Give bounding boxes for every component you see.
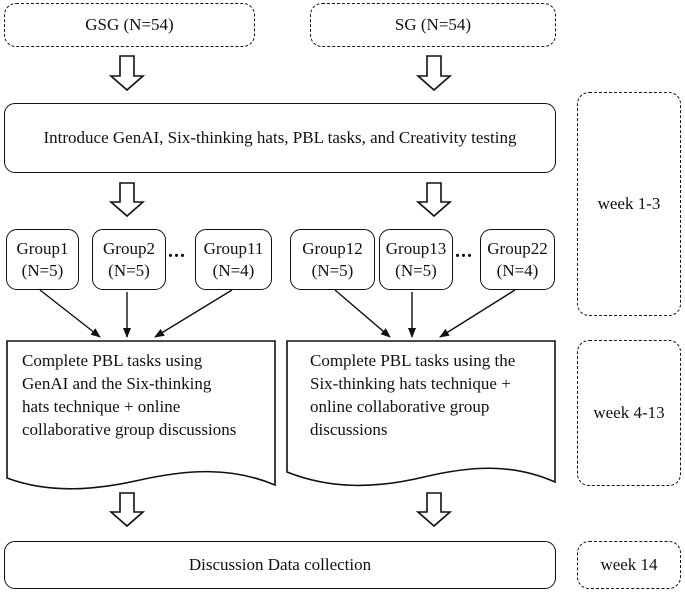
down-arrow-icon [108, 55, 146, 92]
down-arrow-icon [108, 492, 146, 528]
group-box: Group12 (N=5) [290, 229, 375, 290]
task-line: online collaborative group [310, 397, 490, 416]
intro-label: Introduce GenAI, Six-thinking hats, PBL … [43, 128, 517, 147]
group-box: Group11 (N=4) [195, 229, 272, 290]
group-box: Group1 (N=5) [6, 229, 79, 290]
connector-arrow [154, 289, 233, 338]
task-line: Six-thinking hats technique + [310, 374, 511, 393]
group-size: (N=5) [311, 260, 354, 280]
task-line: GenAI and the Six-thinking [22, 374, 212, 393]
group-size: (N=5) [108, 260, 150, 280]
group-name: Group11 [203, 238, 264, 258]
group-size: (N=5) [395, 260, 437, 280]
week-4-13-box: week 4-13 [577, 340, 681, 486]
gsg-task-text: Complete PBL tasks using GenAI and the S… [22, 349, 274, 441]
sg-task-text: Complete PBL tasks using the Six-thinkin… [310, 349, 554, 441]
task-line: hats technique + online [22, 397, 181, 416]
gsg-group-label: GSG (N=54) [85, 15, 174, 34]
week-4-13-label: week 4-13 [593, 403, 665, 422]
week-14-box: week 14 [577, 541, 681, 589]
down-arrow-icon [415, 182, 453, 218]
group-name: Group1 [16, 238, 69, 258]
connector-arrow [334, 289, 391, 338]
week-14-label: week 14 [600, 555, 658, 574]
week-1-3-label: week 1-3 [597, 194, 661, 213]
gsg-group-box: GSG (N=54) [4, 3, 255, 47]
sg-group-box: SG (N=54) [310, 3, 556, 47]
sg-task-document-shape [286, 340, 556, 487]
week-1-3-box: week 1-3 [577, 92, 681, 316]
group-box: Group22 (N=4) [480, 229, 555, 290]
data-collection-label: Discussion Data collection [188, 555, 372, 574]
ellipsis-gsg: ... [168, 240, 186, 262]
ellipsis-sg: ... [455, 240, 473, 262]
group-name: Group2 [103, 238, 155, 258]
down-arrow-icon [415, 492, 453, 528]
data-collection-box: Discussion Data collection [4, 541, 556, 589]
connector-arrow [439, 289, 516, 338]
task-line: discussions [310, 420, 388, 439]
task-line: Complete PBL tasks using the [310, 351, 516, 370]
group-size: (N=4) [496, 260, 539, 280]
group-size: (N=4) [212, 260, 255, 280]
group-box: Group2 (N=5) [92, 229, 166, 290]
sg-group-label: SG (N=54) [394, 15, 472, 34]
task-line: collaborative group discussions [22, 420, 237, 439]
down-arrow-icon [415, 55, 453, 92]
group-box: Group13 (N=5) [379, 229, 453, 290]
intro-box: Introduce GenAI, Six-thinking hats, PBL … [4, 103, 556, 173]
group-name: Group12 [302, 238, 363, 258]
group-name: Group13 [385, 238, 447, 258]
task-line: Complete PBL tasks using [22, 351, 203, 370]
connector-arrow [39, 289, 101, 338]
group-size: (N=5) [21, 260, 64, 280]
down-arrow-icon [108, 182, 146, 218]
gsg-task-document-shape [6, 340, 276, 490]
group-name: Group22 [487, 238, 548, 258]
